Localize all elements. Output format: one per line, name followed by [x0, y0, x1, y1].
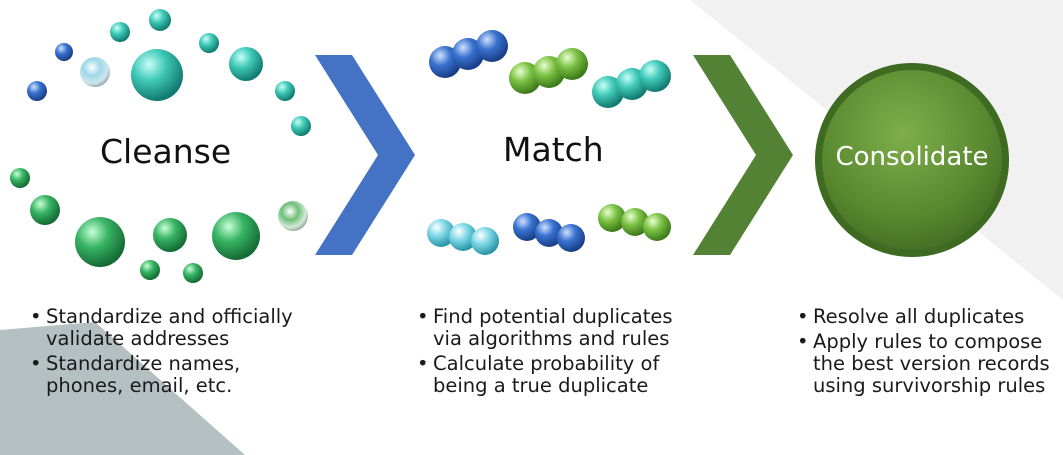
- bubble-icon: [131, 49, 183, 101]
- bubble-icon: [509, 62, 541, 94]
- chevron-right-icon: [315, 55, 415, 255]
- bubble-icon: [55, 43, 73, 61]
- bubble-icon: [199, 33, 219, 53]
- bubble-icon: [471, 227, 499, 255]
- bullet-item: Calculate probability of being a true du…: [415, 353, 695, 397]
- bubble-icon: [275, 81, 295, 101]
- consolidate-circle-inner: [822, 70, 1002, 250]
- bubble-icon: [212, 212, 260, 260]
- bullet-item: Apply rules to compose the best version …: [795, 331, 1060, 397]
- bubble-icon: [513, 213, 541, 241]
- bubble-icon: [476, 30, 508, 62]
- bubble-icon: [291, 116, 311, 136]
- bubble-icon: [10, 168, 30, 188]
- bubble-icon: [643, 213, 671, 241]
- step-label-match: Match: [503, 130, 604, 169]
- bubble-icon: [149, 9, 171, 31]
- bubble-icon: [639, 60, 671, 92]
- bubble-icon: [80, 57, 110, 87]
- bubble-icon: [183, 263, 203, 283]
- bullet-item: Find potential duplicates via algorithms…: [415, 306, 695, 350]
- bubble-icon: [153, 218, 187, 252]
- bubble-icon: [140, 260, 160, 280]
- bubble-icon: [27, 81, 47, 101]
- bubble-group: [10, 9, 671, 283]
- step-label-cleanse: Cleanse: [100, 132, 232, 171]
- bullet-item: Resolve all duplicates: [795, 306, 1060, 329]
- consolidate-bullets: Resolve all duplicates Apply rules to co…: [795, 306, 1060, 400]
- cleanse-bullets: Standardize and officially validate addr…: [28, 306, 298, 400]
- bubble-icon: [535, 219, 563, 247]
- bubble-icon: [229, 47, 263, 81]
- bubble-icon: [75, 217, 125, 267]
- bubble-icon: [598, 204, 626, 232]
- step-label-consolidate: Consolidate: [835, 142, 989, 172]
- chevron-right-icon: [693, 55, 793, 255]
- bullet-item: Standardize and officially validate addr…: [28, 306, 298, 350]
- bubble-icon: [449, 223, 477, 251]
- bubble-icon: [110, 22, 130, 42]
- bubble-icon: [556, 48, 588, 80]
- bubble-icon: [278, 201, 308, 231]
- bubble-icon: [30, 195, 60, 225]
- bubble-icon: [427, 219, 455, 247]
- bubble-icon: [557, 224, 585, 252]
- match-bullets: Find potential duplicates via algorithms…: [415, 306, 695, 400]
- bullet-item: Standardize names, phones, email, etc.: [28, 353, 298, 397]
- bubble-icon: [621, 208, 649, 236]
